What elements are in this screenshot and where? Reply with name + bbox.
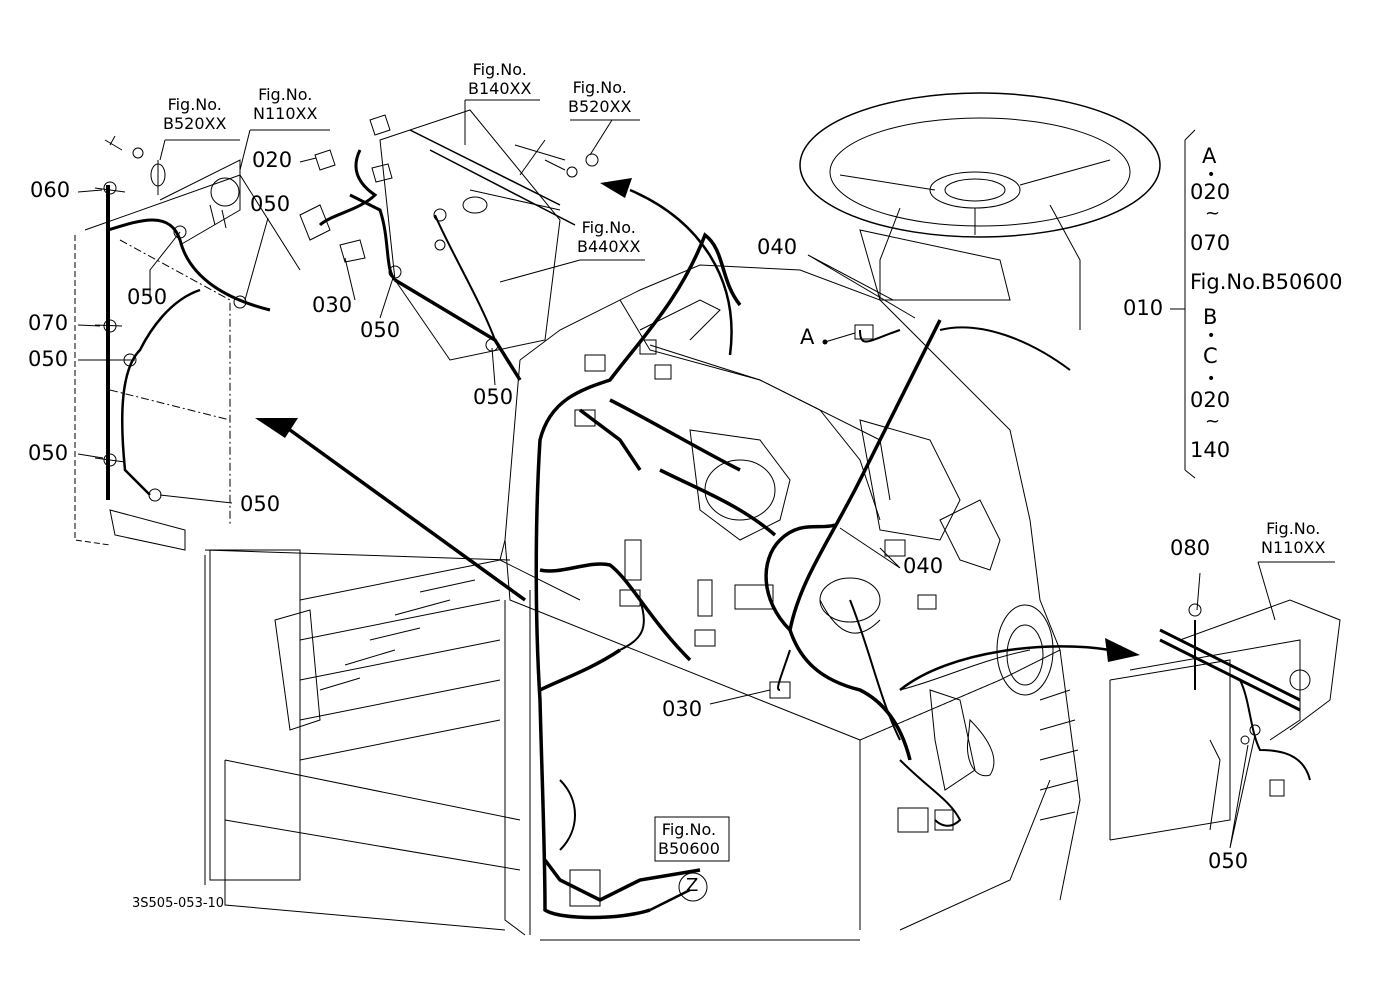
legend-dot: • (1207, 328, 1216, 344)
fig-ref-number: B440XX (577, 237, 641, 257)
part-label-030: 030 (312, 293, 353, 317)
fig-ref-b520-right: Fig.No. B520XX (568, 78, 631, 116)
callout-a-label: A (800, 325, 815, 349)
fig-ref-n110-right: Fig.No. N110XX (1261, 519, 1325, 557)
part-label-050: 050 (1208, 849, 1249, 873)
part-label-080: 080 (1170, 536, 1211, 560)
callout-z-circle (678, 872, 708, 902)
fig-ref-b140: Fig.No. B140XX (468, 60, 531, 98)
main-harness (534, 232, 942, 920)
legend-line-c: C (1203, 344, 1218, 368)
part-label-040: 040 (903, 554, 944, 578)
harness-thin-branches (559, 326, 1071, 851)
fig-ref-number: B520XX (163, 114, 227, 134)
drawing-code: 3S505-053-10 (132, 896, 225, 911)
part-label-060: 060 (30, 178, 71, 202)
legend-line-020b: 020 (1190, 388, 1231, 412)
legend-dot: • (1207, 167, 1216, 183)
fig-ref-prefix: Fig.No. (661, 820, 717, 839)
part-label-050: 050 (473, 385, 514, 409)
part-label-050: 050 (127, 285, 168, 309)
fig-ref-prefix: Fig.No. (1266, 519, 1321, 538)
part-label-050: 050 (28, 441, 69, 465)
part-label-030: 030 (662, 697, 703, 721)
detail-bracket (1109, 599, 1341, 841)
fig-ref-number: B50600 (658, 839, 720, 859)
steering-wheel (799, 92, 1161, 330)
dashboard-console (499, 264, 1081, 936)
direction-arrows (255, 178, 1140, 912)
fig-ref-number: B520XX (568, 97, 632, 117)
legend-line-020: 020 (1190, 180, 1231, 204)
legend-tilde: ~ (1205, 203, 1221, 224)
fig-ref-prefix: Fig.No. (472, 60, 527, 79)
legend-line-b: B (1203, 305, 1218, 329)
fig-ref-number: B140XX (468, 79, 532, 99)
callout-a-dot (822, 339, 828, 345)
part-label-050: 050 (28, 347, 69, 371)
legend-line-140: 140 (1190, 438, 1231, 462)
fig-ref-prefix: Fig.No. (167, 95, 222, 114)
legend-tilde: ~ (1205, 411, 1221, 432)
fig-ref-number: N110XX (253, 104, 318, 124)
part-label-050: 050 (360, 318, 401, 342)
fig-ref-prefix: Fig.No. (581, 218, 636, 237)
fig-ref-b50600: Fig.No. B50600 (658, 820, 720, 858)
floor-frame (204, 549, 860, 941)
legend-line-070: 070 (1190, 231, 1231, 255)
part-label-020: 020 (252, 148, 293, 172)
fig-ref-number: N110XX (1261, 538, 1326, 558)
fig-ref-b440: Fig.No. B440XX (577, 218, 640, 256)
part-label-050: 050 (240, 492, 281, 516)
part-label-040: 040 (757, 235, 798, 259)
legend-dot: • (1207, 371, 1216, 387)
connectors (569, 324, 1285, 907)
leader-lines (77, 99, 1335, 849)
part-label-050: 050 (250, 192, 291, 216)
part-label-010: 010 (1123, 296, 1164, 320)
part-label-070: 070 (28, 311, 69, 335)
fig-ref-b520-left: Fig.No. B520XX (163, 95, 226, 133)
fig-b50600-box (654, 816, 730, 862)
fig-ref-prefix: Fig.No. (572, 78, 627, 97)
left-side-panel (74, 135, 301, 551)
fig-ref-prefix: Fig.No. (258, 85, 313, 104)
upper-panel (299, 109, 599, 381)
callout-z-label: Z (686, 875, 699, 896)
legend-line-a: A (1202, 144, 1217, 168)
fig-ref-n110-left: Fig.No. N110XX (253, 85, 317, 123)
legend-line-fig: Fig.No.B50600 (1190, 270, 1343, 294)
